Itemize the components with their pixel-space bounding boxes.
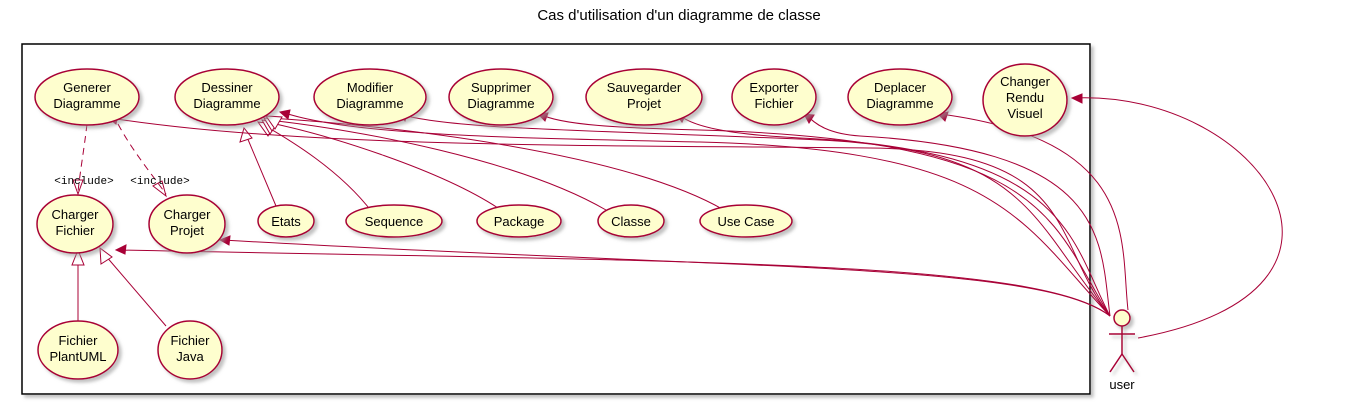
use-case-exporter-fichier[interactable]: Exporter Fichier [731,68,817,126]
use-case-label: Sequence [365,214,424,229]
use-case-label: Classe [611,214,651,229]
actor-label: user [1109,377,1135,392]
include-arrowhead [152,180,167,198]
gen-arrowhead [71,248,85,266]
use-case-label: Diagramme [336,96,403,111]
assoc-changer-rendu [1073,97,1283,339]
include-label: <include> [130,176,189,188]
use-case-fichier-plantuml[interactable]: Fichier PlantUML [37,320,119,380]
use-case-label: Fichier [58,333,98,348]
use-case-label: Charger [164,207,212,222]
include-line-generer-charger-fichier [77,123,88,193]
assoc-sauvegarder [677,113,1111,317]
include-label: <include> [54,176,113,188]
gen-arrowhead [99,246,113,265]
use-case-label: Exporter [749,80,799,95]
use-case-label: Use Case [717,214,774,229]
use-case-label: Projet [627,96,661,111]
use-case-label: Deplacer [874,80,927,95]
use-case-label: Sauvegarder [607,80,682,95]
use-case-dessiner-diagramme[interactable]: Dessiner Diagramme [174,68,280,126]
use-case-classe[interactable]: Classe [597,204,665,238]
use-case-label: Charger [52,207,100,222]
include-arrowhead [72,179,84,196]
use-case-label: Supprimer [471,80,532,95]
assoc-dessiner [281,111,1111,317]
gen-line-etats [243,129,277,207]
assoc-charger-projet [221,239,1111,317]
use-case-label: Java [176,349,204,364]
use-case-label: Diagramme [53,96,120,111]
use-case-sequence[interactable]: Sequence [345,204,443,238]
use-case-charger-fichier[interactable]: Charger Fichier [36,194,114,254]
use-case-label: Package [494,214,545,229]
use-case-charger-projet[interactable]: Charger Projet [148,194,226,254]
use-case-etats[interactable]: Etats [257,204,315,238]
use-case-modifier-diagramme[interactable]: Modifier Diagramme [313,68,427,126]
use-case-label: Fichier [754,96,794,111]
actor-user[interactable]: user [1109,309,1135,392]
use-case-label: Projet [170,223,204,238]
gen-line-classe [267,119,607,211]
gen-line-package [265,121,499,209]
use-case-label: Etats [271,214,301,229]
use-case-fichier-java[interactable]: Fichier Java [157,320,223,380]
use-case-generer-diagramme[interactable]: Generer Diagramme [34,68,140,126]
use-case-label: Fichier [55,223,95,238]
use-case-changer-rendu-visuel[interactable]: Changer Rendu Visuel [982,63,1068,137]
diagram-title: Cas d'utilisation d'un diagramme de clas… [537,7,820,24]
use-case-use-case[interactable]: Use Case [699,204,793,238]
use-case-label: Generer [63,80,111,95]
use-case-label: PlantUML [49,349,106,364]
assoc-modifier [399,113,1111,317]
actor-stick-figure-icon [1109,309,1135,373]
use-case-deplacer-diagramme[interactable]: Deplacer Diagramme [847,68,953,126]
use-case-label: Modifier [347,80,394,95]
gen-arrowhead [265,115,283,130]
use-case-label: Diagramme [193,96,260,111]
use-case-package[interactable]: Package [476,204,562,238]
use-case-label: Fichier [170,333,210,348]
use-case-sauvegarder-projet[interactable]: Sauvegarder Projet [585,68,703,126]
use-case-label: Dessiner [201,80,253,95]
use-case-label: Changer [1000,74,1051,89]
use-case-label: Diagramme [866,96,933,111]
use-case-supprimer-diagramme[interactable]: Supprimer Diagramme [448,68,554,126]
include-line-generer-charger-projet [117,123,167,195]
use-case-label: Rendu [1006,90,1044,105]
connectors [71,93,1283,339]
gen-line-fichier-java [104,254,167,327]
use-case-label: Diagramme [467,96,534,111]
use-case-label: Visuel [1007,106,1042,121]
assoc-exporter [805,113,1111,317]
